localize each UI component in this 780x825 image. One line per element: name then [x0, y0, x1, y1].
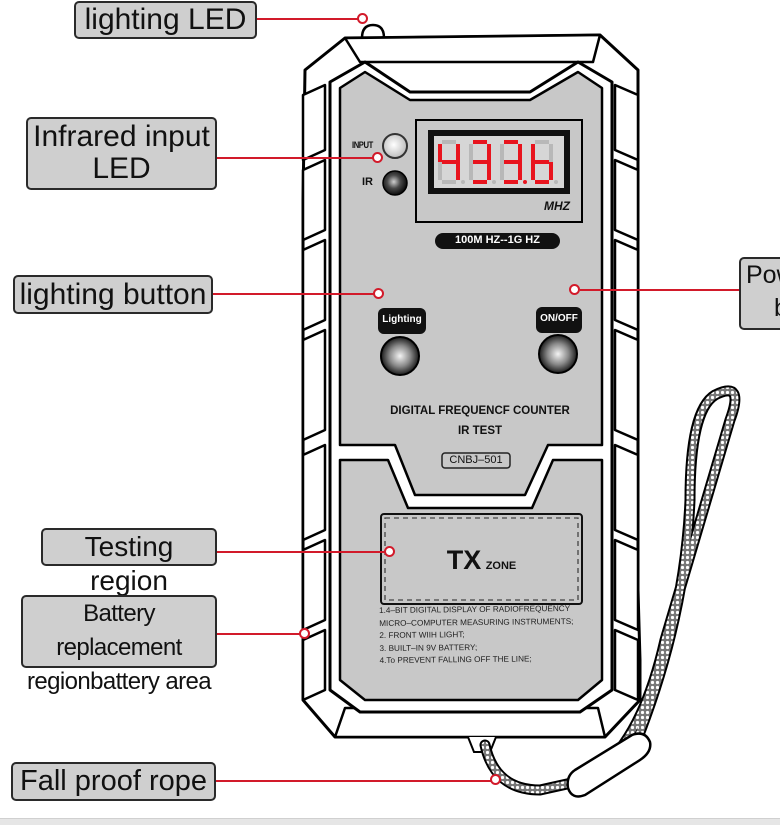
segment-d	[504, 180, 518, 184]
callout-lighting-button: lighting button	[13, 275, 213, 314]
input-led-label: INPUT	[352, 140, 373, 150]
bumper-ridges-left	[301, 83, 327, 702]
callout-lighting-led: lighting LED	[74, 1, 257, 39]
segment-a	[473, 140, 487, 144]
range-label: 100M HZ--1G HZ	[455, 234, 540, 246]
segment-e	[469, 162, 473, 180]
segment-e	[438, 162, 442, 180]
feature-item: 4.To PREVENT FALLING OFF THE LINE;	[379, 654, 532, 665]
display-unit: MHZ	[544, 199, 570, 213]
segment-f	[531, 144, 535, 162]
segment-f	[500, 144, 504, 162]
segment-g	[504, 160, 518, 164]
callout-power-line1: Powe	[746, 261, 780, 289]
anchor-battery-area	[299, 628, 310, 639]
onoff-button[interactable]	[539, 335, 577, 373]
leader-lighting-led	[257, 18, 359, 20]
feature-item: MICRO–COMPUTER MEASURING INSTRUMENTS;	[379, 616, 574, 628]
segment-b	[549, 144, 553, 162]
anchor-lighting-button	[373, 288, 384, 299]
callout-lighting-led-text: lighting LED	[84, 3, 247, 36]
anchor-infrared-input-led	[372, 152, 383, 163]
lighting-led-bump	[360, 23, 386, 40]
range-pill	[435, 233, 560, 249]
callout-power-line2: bu	[746, 292, 780, 325]
onoff-label-bg	[536, 307, 582, 333]
segment-a	[442, 140, 456, 144]
callout-infrared-line2: LED	[92, 151, 151, 185]
decimal-point	[523, 180, 527, 184]
lighting-button-label[interactable]: Lighting	[382, 314, 422, 325]
callout-testing-region: Testing region	[41, 528, 217, 596]
segment-e	[500, 162, 504, 180]
leader-infrared-input-led	[217, 157, 373, 159]
tx-zone: TX ZONE	[381, 545, 582, 576]
decimal-point	[554, 180, 558, 184]
tx-zone-title: TX	[446, 545, 482, 575]
anchor-lighting-led	[357, 13, 368, 24]
callout-infrared-line1: Infrared input	[33, 120, 210, 153]
segment-a	[504, 140, 518, 144]
segment-f	[438, 144, 442, 162]
input-led	[382, 133, 408, 159]
tx-zone-box	[380, 513, 583, 605]
segment-b	[487, 144, 491, 162]
lighting-button-cap	[380, 336, 420, 376]
bumper-ridges-right	[613, 83, 640, 702]
segment-d	[473, 180, 487, 184]
callout-battery-line2: regionbattery area	[27, 668, 212, 695]
segment-g	[473, 160, 487, 164]
segment-c	[518, 162, 522, 180]
segment-a	[535, 140, 549, 144]
segment-c	[549, 162, 553, 180]
lighting-button[interactable]	[381, 337, 419, 375]
segment-c	[456, 162, 460, 180]
segment-d	[535, 180, 549, 184]
segment-e	[531, 162, 535, 180]
segment-b	[456, 144, 460, 162]
onoff-button-cap	[538, 334, 578, 374]
bottom-divider	[0, 818, 780, 825]
callout-battery-area: Battery replacement regionbattery area	[21, 595, 217, 695]
feature-list: 1.4–BIT DIGITAL DISPLAY OF RADIOFREQUENC…	[379, 603, 574, 668]
segment-f	[469, 144, 473, 162]
anchor-fall-proof-rope	[490, 774, 501, 785]
segment-g	[535, 160, 549, 164]
ir-led-label: IR	[362, 176, 373, 188]
ir-led	[382, 170, 408, 196]
callout-testing-region-text: Testing region	[84, 531, 174, 596]
model-number: CNBJ–501	[449, 454, 503, 466]
leader-fall-proof-rope	[216, 780, 493, 782]
lighting-label-bg	[378, 308, 426, 334]
callout-fall-proof-rope: Fall proof rope	[11, 762, 216, 801]
segment-b	[518, 144, 522, 162]
anchor-testing-region	[384, 546, 395, 557]
callout-battery-line1: Battery replacement	[56, 600, 182, 661]
device-title: DIGITAL FREQUENCF COUNTER	[390, 405, 570, 417]
callout-fall-proof-rope-text: Fall proof rope	[20, 765, 207, 797]
decimal-point	[492, 180, 496, 184]
lanyard-fastener	[566, 732, 652, 798]
tx-zone-subtitle: ZONE	[485, 560, 517, 572]
leader-battery-area	[217, 633, 300, 635]
model-box	[441, 452, 511, 469]
device-subtitle: IR TEST	[457, 425, 503, 437]
callout-power-button: Powe bu	[739, 257, 780, 330]
leader-power-button	[580, 289, 740, 291]
anchor-power-button	[569, 284, 580, 295]
segment-d	[442, 180, 456, 184]
leader-lighting-button	[213, 293, 374, 295]
onoff-button-label[interactable]: ON/OFF	[540, 313, 578, 324]
callout-lighting-button-text: lighting button	[19, 278, 207, 311]
leader-testing-region	[217, 551, 385, 553]
callout-infrared-input-led: Infrared input LED	[26, 117, 217, 190]
decimal-point	[461, 180, 465, 184]
segment-c	[487, 162, 491, 180]
segment-g	[442, 160, 456, 164]
seven-segment-digits	[438, 140, 558, 184]
